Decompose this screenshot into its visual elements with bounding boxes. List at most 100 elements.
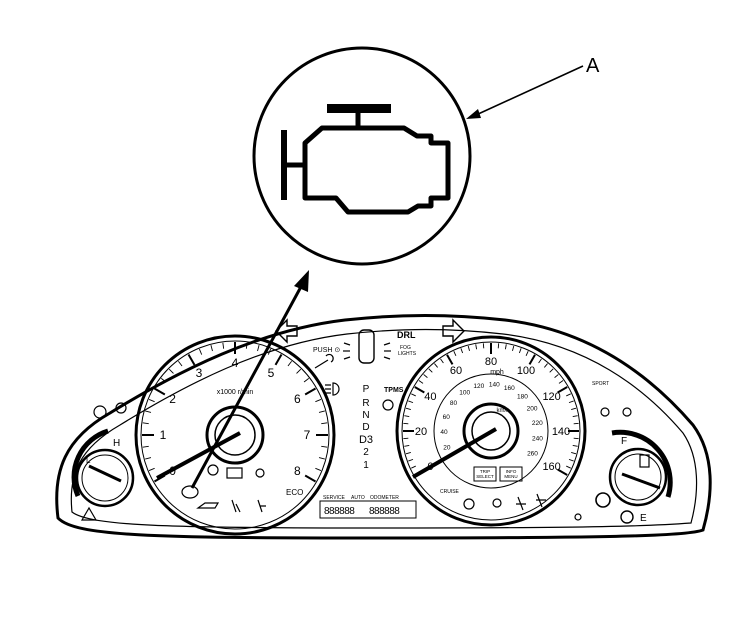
minor-tick [423,374,428,378]
minor-tick [257,345,260,352]
airbag-icon [257,499,266,513]
minor-tick [287,360,292,367]
tach-number-3: 3 [196,366,203,380]
tach-number-6: 6 [294,392,301,406]
temperature-low-label: L [86,456,91,465]
fog-light-icon [622,407,632,417]
trip-select-line2: SELECT [476,474,494,479]
kmh-number-200: 200 [527,405,538,412]
minor-tick [145,410,152,413]
minor-tick [210,345,213,352]
major-tick [153,387,166,396]
minor-tick [408,400,414,404]
battery-icon [226,467,243,479]
major-tick [528,354,536,365]
gear-d: D [362,422,369,433]
minor-tick [222,342,225,349]
minor-tick [453,351,457,356]
minor-tick [411,465,416,469]
tpms-label: TPMS [384,387,404,394]
seatbelt-reminder-icon [231,499,241,513]
minor-tick [566,465,571,469]
minor-tick [518,348,522,354]
info-menu-line1: INFO [506,469,517,474]
minor-tick [267,348,272,355]
minor-tick [418,380,424,384]
minor-tick [198,348,203,355]
tachometer-warning-icons [80,402,266,521]
mph-number-160: 160 [542,461,560,473]
indicator-circle-icon [255,468,265,478]
major-tick [187,353,196,366]
minor-tick [525,351,529,356]
tachometer-ticks [142,342,328,483]
kmh-number-220: 220 [532,420,543,427]
temperature-needle [88,464,122,483]
turn-signal-left-icon [275,318,298,344]
callout-magnifier-circle [252,46,472,266]
info-menu-button[interactable] [499,466,523,482]
kmh-number-40: 40 [440,429,448,436]
minor-tick [245,342,248,349]
odometer-display [319,500,417,519]
kmh-number-140: 140 [489,381,500,388]
minor-tick [142,422,149,425]
check-engine-light-icon [181,485,199,499]
pointer-arrowhead [294,270,309,292]
trip-select-button[interactable] [473,466,497,482]
minor-tick [544,363,548,368]
tachometer: 012345678 x1000 r/min ECO [134,334,336,536]
major-tick [414,386,425,394]
airbag-off-icon [516,496,526,511]
tpms-lamp-icon [595,492,611,508]
drl-label: DRL [397,330,416,340]
kmh-number-80: 80 [450,400,458,407]
abs-icon [93,405,107,419]
minor-tick [568,400,574,404]
minor-tick [315,398,322,403]
kmh-number-100: 100 [459,389,470,396]
minor-tick [440,358,444,364]
gear-2: 2 [363,447,369,458]
mph-number-140: 140 [552,426,570,438]
minor-tick [568,458,574,462]
tachometer-unit-label: x1000 r/min [217,389,254,396]
tach-number-7: 7 [304,428,311,442]
gear-r: R [362,398,369,409]
minor-tick [404,444,410,447]
minor-tick [148,398,155,403]
minor-tick [566,393,571,397]
major-tick [557,468,568,476]
temperature-high-label: H [113,438,120,449]
trip-digits: 888888 [369,506,400,517]
temperature-gauge: H L [71,428,135,508]
minor-tick [467,345,470,351]
fuel-gauge: F E [574,407,673,524]
kmh-unit-label: km/h [496,408,509,414]
alert-triangle-icon [80,506,98,521]
minor-tick [315,467,322,472]
odometer-label: ODOMETER [370,495,399,501]
cluster-outer-housing [55,314,712,540]
minor-tick [168,368,174,374]
tach-number-1: 1 [160,428,167,442]
minor-tick [571,452,577,455]
vsa-icon [463,498,475,510]
kmh-number-120: 120 [473,383,484,390]
tach-number-5: 5 [268,366,275,380]
minor-tick [512,345,515,351]
fuel-pump-icon [639,454,650,468]
fuel-needle [621,472,661,490]
speedometer-needle [411,427,498,479]
minor-tick [178,360,183,367]
seatbelt-indicator-icon [207,464,219,476]
minor-tick [558,380,564,384]
cluster-inner-panel [70,328,698,529]
tach-number-8: 8 [294,464,301,478]
turn-signal-right-icon [442,318,465,344]
